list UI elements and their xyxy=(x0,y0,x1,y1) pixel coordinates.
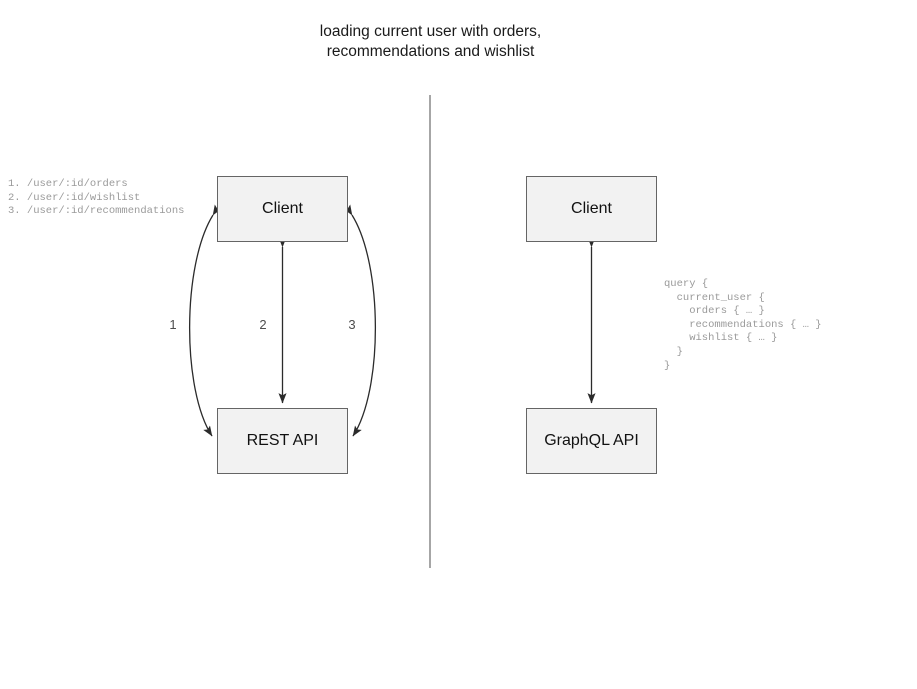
node-graphql-client[interactable]: Client xyxy=(526,176,657,242)
edge-rest-3 xyxy=(343,204,377,437)
edge-rest-1 xyxy=(188,204,222,437)
edge-label-3: 3 xyxy=(348,317,356,332)
edge-label-1: 1 xyxy=(169,317,177,332)
rest-endpoint-list: 1. /user/:id/orders 2. /user/:id/wishlis… xyxy=(8,178,185,218)
edge-label-2: 2 xyxy=(259,317,267,332)
diagram-title: loading current user with orders, recomm… xyxy=(319,23,542,60)
node-graphql-api[interactable]: GraphQL API xyxy=(526,408,657,474)
node-rest-api[interactable]: REST API xyxy=(217,408,348,474)
node-rest-client[interactable]: Client xyxy=(217,176,348,242)
graphql-query-snippet: query { current_user { orders { … } reco… xyxy=(664,278,822,372)
